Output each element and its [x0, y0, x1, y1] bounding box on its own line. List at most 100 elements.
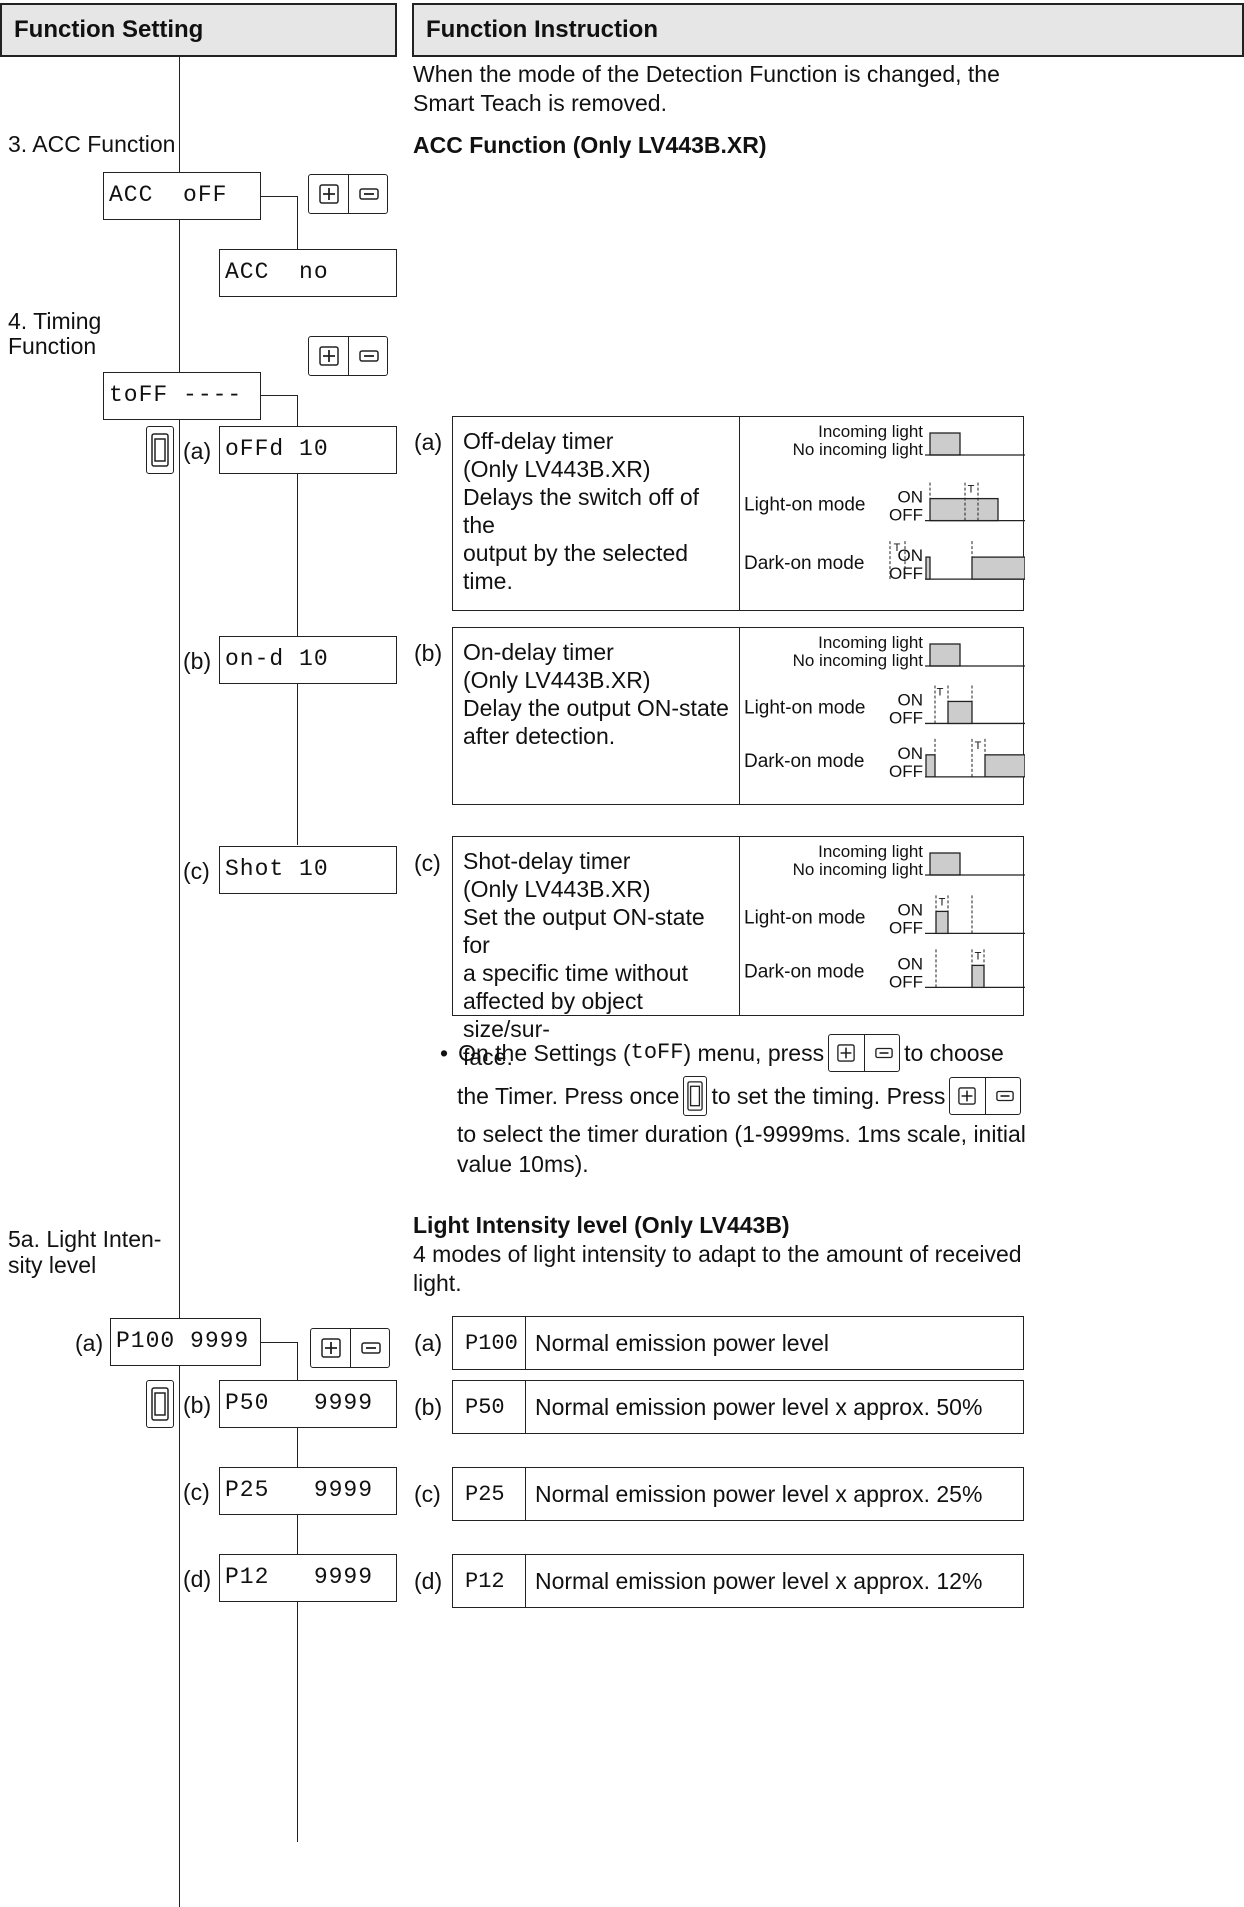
light-on-mode-label: Light-on mode [744, 907, 865, 928]
panel-b-marker: (b) [414, 640, 443, 666]
timing-plus-minus-button[interactable] [308, 336, 388, 376]
light-on-off-label: OFF [889, 506, 923, 525]
incoming-light-pulse [929, 643, 961, 667]
minus-icon [361, 1342, 381, 1354]
note-text-6: to select the timer duration (1-9999ms. … [457, 1121, 1026, 1147]
panel-c-marker: (c) [414, 850, 441, 876]
panel-a-line-3: Delays the switch off of the [463, 484, 700, 538]
panel-c-line-5: affected by object size/sur- [463, 988, 643, 1042]
acc-plus-minus-button[interactable] [308, 174, 388, 214]
dark-on-pulse [984, 754, 1025, 778]
acc-connector-h [261, 196, 298, 197]
note-plus-minus-button-1[interactable] [828, 1034, 901, 1072]
timing-section-label-1: 4. Timing [8, 308, 102, 334]
note-set-button[interactable] [683, 1076, 708, 1116]
note-plus-minus-button-2[interactable] [949, 1077, 1022, 1115]
light-section-label-1: 5a. Light Inten- [8, 1226, 162, 1252]
timing-connector-h [261, 395, 298, 396]
note-text-2: ) menu, press [683, 1040, 825, 1066]
dark-on-pulse [925, 556, 931, 580]
dark-on-on-label: ON [898, 546, 924, 565]
light-row-b-code: P50 [465, 1395, 505, 1420]
incoming-light-pulse [929, 852, 961, 876]
dark-on-pulse [925, 754, 936, 778]
dark-on-pulse [971, 556, 1025, 580]
dark-on-off-label: OFF [889, 972, 923, 991]
note-text-4: the Timer. Press once [457, 1083, 680, 1109]
light-on-pulse [947, 700, 973, 725]
light-row-a: P100 Normal emission power level [452, 1316, 1024, 1370]
panel-b-line-2: (Only LV443B.XR) [463, 667, 651, 693]
plus-icon [321, 1338, 341, 1358]
light-row-c: P25 Normal emission power level x approx… [452, 1467, 1024, 1521]
dark-on-mode-label: Dark-on mode [744, 961, 864, 982]
timing-option-c-display: Shot 10 [219, 846, 397, 894]
light-plus-minus-button[interactable] [310, 1328, 390, 1368]
incoming-light-pulse [929, 432, 961, 456]
light-row-d-marker: (d) [414, 1568, 443, 1594]
light-on-t-label: T [968, 484, 975, 496]
plus-icon [319, 184, 339, 204]
acc-section-label: 3. ACC Function [8, 131, 176, 157]
dark-on-pulse [971, 964, 985, 989]
flow-main-line [179, 57, 180, 1907]
light-desc-2: light. [413, 1270, 462, 1296]
timing-connector-v [297, 395, 298, 845]
light-row-d-desc: Normal emission power level x approx. 12… [535, 1568, 983, 1594]
light-on-off-label: OFF [889, 708, 923, 727]
timing-set-button[interactable] [146, 426, 174, 474]
incoming-light-label: Incoming light [818, 842, 923, 861]
set-icon [151, 433, 169, 467]
note-text-1: On the Settings ( [458, 1040, 631, 1066]
dark-on-off-label: OFF [889, 762, 923, 781]
dark-on-t-label: T [894, 542, 901, 554]
minus-icon [359, 188, 379, 200]
light-row-a-desc: Normal emission power level [535, 1330, 829, 1356]
light-section-label-2: sity level [8, 1252, 97, 1278]
timing-display-top: toFF ---- [103, 372, 261, 420]
light-row-c-desc: Normal emission power level x approx. 25… [535, 1481, 983, 1507]
light-on-on-label: ON [898, 690, 924, 709]
light-on-t-label: T [937, 686, 944, 698]
light-on-mode-label: Light-on mode [744, 495, 865, 516]
light-row-a-code: P100 [465, 1331, 518, 1356]
function-setting-header: Function Setting [0, 3, 397, 57]
timing-option-b-display: on-d 10 [219, 636, 397, 684]
set-icon [151, 1387, 169, 1421]
panel-b-line-1: On-delay timer [463, 639, 614, 665]
light-on-off-label: OFF [889, 918, 923, 937]
minus-icon [359, 350, 379, 362]
dark-on-off-label: OFF [889, 564, 923, 583]
note-text-5: to set the timing. Press [711, 1083, 946, 1109]
light-set-button[interactable] [146, 1380, 174, 1428]
timing-option-c-marker: (c) [183, 858, 210, 884]
acc-display-off: ACC oFF [103, 172, 261, 220]
light-on-on-label: ON [898, 900, 924, 919]
panel-b-line-4: after detection. [463, 723, 616, 749]
panel-c-line-1: Shot-delay timer [463, 848, 631, 874]
light-option-a-marker: (a) [75, 1330, 104, 1356]
acc-display-no: ACC no [219, 249, 397, 297]
light-desc-1: 4 modes of light intensity to adapt to t… [413, 1241, 1022, 1267]
plus-icon [837, 1044, 855, 1062]
light-row-b-desc: Normal emission power level x approx. 50… [535, 1394, 983, 1420]
light-row-a-marker: (a) [414, 1330, 443, 1356]
panel-a-line-4: output by the selected time. [463, 540, 689, 594]
panel-b-line-3: Delay the output ON-state [463, 695, 729, 721]
incoming-light-label: Incoming light [818, 633, 923, 652]
minus-icon [996, 1090, 1015, 1102]
timing-section-label-2: Function [8, 333, 97, 359]
dark-on-on-label: ON [898, 954, 924, 973]
panel-c-line-3: Set the output ON-state for [463, 904, 705, 958]
no-incoming-light-label: No incoming light [793, 860, 924, 879]
light-option-c-marker: (c) [183, 1479, 210, 1505]
dark-on-t-label: T [975, 950, 982, 962]
light-row-b: P50 Normal emission power level x approx… [452, 1380, 1024, 1434]
panel-c-line-6: face. [463, 1044, 513, 1070]
note-code: toFF [630, 1040, 684, 1065]
light-row-d-code: P12 [465, 1569, 505, 1594]
